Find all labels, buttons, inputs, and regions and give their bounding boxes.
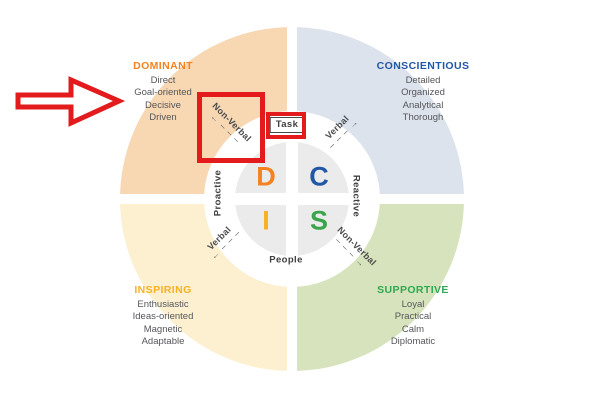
trait: Organized — [401, 87, 445, 99]
red-highlight-box-nonverbal — [197, 92, 265, 163]
quadrant-title-supportive: SUPPORTIVE — [377, 284, 449, 296]
trait: Ideas-oriented — [132, 311, 194, 323]
quadrant-conscientious: CONSCIENTIOUS Detailed Organized Analyti… — [353, 60, 493, 124]
quadrant-supportive: SUPPORTIVE Loyal Practical Calm Diplomat… — [343, 284, 483, 348]
trait: Goal-oriented — [134, 87, 192, 99]
trait: Calm — [401, 323, 425, 335]
trait: Driven — [149, 111, 177, 123]
people-label: People — [269, 254, 303, 266]
quadrant-inspiring: INSPIRING Enthusiastic Ideas-oriented Ma… — [98, 284, 228, 348]
trait: Magnetic — [143, 323, 183, 335]
trait: Enthusiastic — [137, 299, 189, 310]
letter-c: C — [309, 161, 329, 192]
reactive-label: Reactive — [350, 174, 362, 218]
hub-divider-horizontal — [235, 193, 349, 205]
quadrant-title-inspiring: INSPIRING — [134, 284, 192, 296]
trait: Thorough — [402, 111, 444, 123]
trait: Direct — [150, 75, 176, 86]
trait: Adaptable — [141, 335, 185, 347]
letter-d: D — [256, 161, 276, 192]
quadrant-dominant: DOMINANT Direct Goal-oriented Decisive D… — [98, 60, 228, 124]
trait: Decisive — [145, 99, 181, 111]
letter-i: I — [262, 205, 270, 236]
trait: Practical — [394, 311, 432, 323]
trait: Analytical — [402, 99, 444, 111]
quadrant-title-dominant: DOMINANT — [133, 60, 193, 72]
red-highlight-arrow-icon — [15, 76, 126, 127]
proactive-label: Proactive — [212, 169, 224, 217]
trait: Diplomatic — [390, 335, 436, 347]
quadrant-title-conscientious: CONSCIENTIOUS — [376, 60, 470, 72]
letter-s: S — [309, 205, 329, 236]
trait: Detailed — [405, 75, 441, 86]
right-arrow-shape — [15, 76, 126, 127]
trait: Loyal — [401, 299, 425, 310]
red-highlight-box-task — [266, 112, 306, 139]
